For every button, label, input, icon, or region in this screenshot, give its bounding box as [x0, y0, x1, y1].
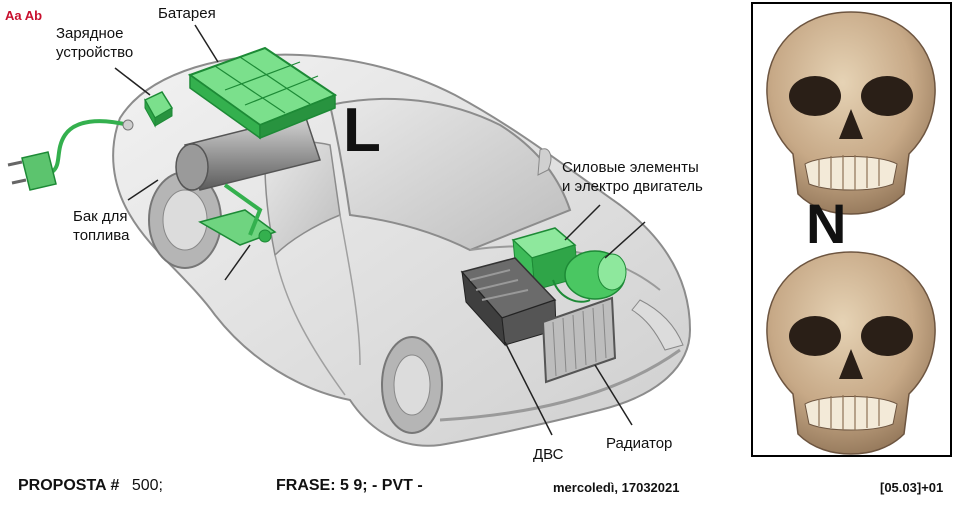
battery-pack	[187, 46, 338, 140]
front-wheel	[381, 336, 443, 434]
footer-frase: FRASE: 5 9; - PVT -	[276, 477, 423, 494]
charger-label-line2: устройство	[56, 44, 134, 61]
proposta-key: PROPOSTA #	[18, 477, 120, 494]
charger-box	[143, 91, 174, 128]
big-letter-right: N	[806, 192, 847, 255]
callout-leaders	[114, 24, 646, 436]
charging-plug	[7, 119, 134, 191]
charger-label: Зарядное устройство	[56, 24, 133, 62]
radiator	[541, 296, 617, 384]
radiator-label: Радиатор	[606, 435, 673, 452]
footer-proposta: PROPOSTA # 500;	[18, 476, 163, 496]
fuel-tank-label-line1: Бак для	[73, 208, 128, 225]
skulls-illustration	[766, 11, 936, 455]
fuel-tank-label-line2: топлива	[73, 227, 130, 244]
footer-date: mercoledì, 17032021	[553, 480, 680, 495]
big-letter-left: L	[343, 96, 381, 165]
proposta-value: 500;	[131, 477, 163, 494]
skull-top	[766, 11, 936, 215]
fuel-tank-label: Бак для топлива	[73, 207, 129, 245]
corner-tag: Aa Ab	[5, 8, 43, 23]
power-elements-label-line1: Силовые элементы	[562, 159, 699, 176]
charger-label-line1: Зарядное	[56, 25, 124, 42]
skull-panel	[751, 2, 952, 457]
fuel-tank-frame	[198, 183, 277, 246]
power-elements-label: Силовые элементы и электро двигатель	[562, 158, 703, 196]
skull-bottom	[766, 251, 936, 455]
power-elements-label-line2: и электро двигатель	[562, 178, 703, 195]
power-electronics-motor	[511, 227, 627, 303]
hybrid-car-illustration	[7, 24, 692, 447]
footer-code: [05.03]+01	[880, 480, 944, 495]
engine-label: ДВС	[533, 446, 564, 463]
battery-label: Батарея	[158, 5, 216, 22]
